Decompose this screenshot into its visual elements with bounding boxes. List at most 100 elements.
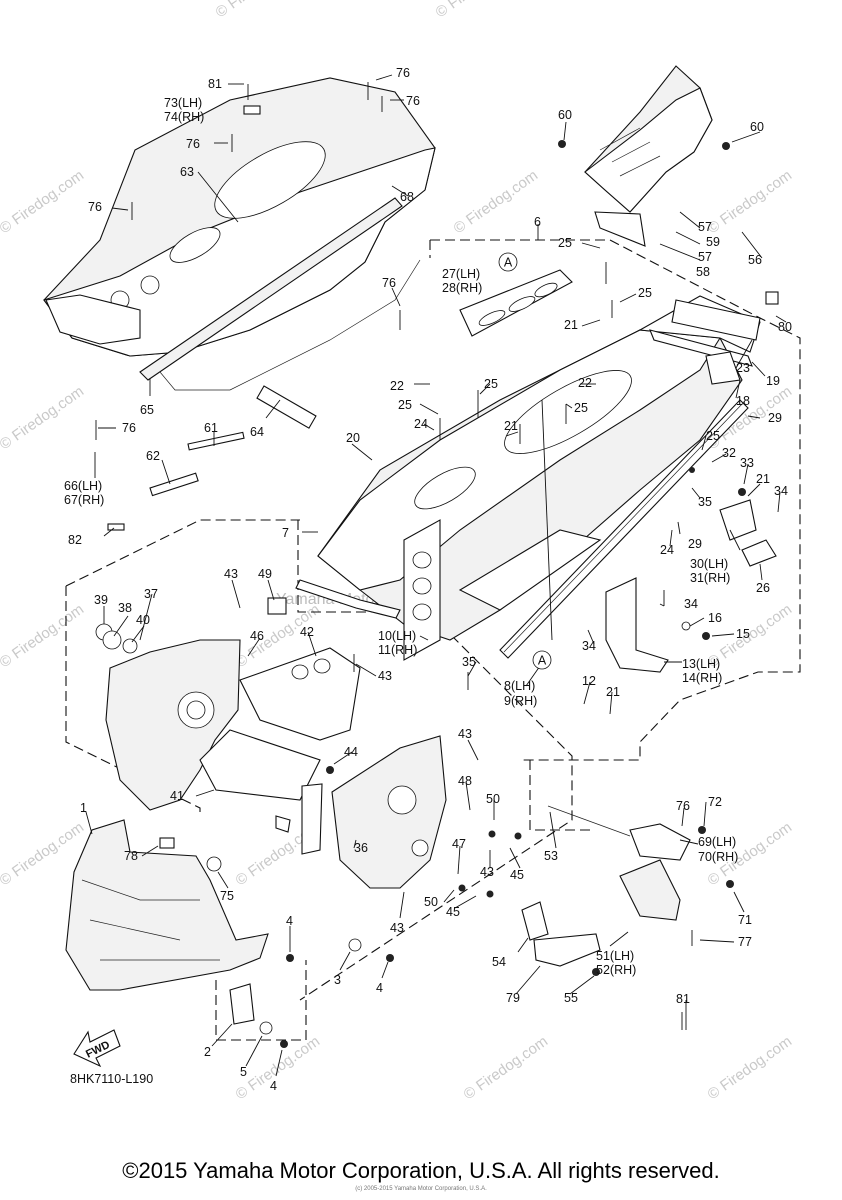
callout-label: 58	[696, 265, 710, 279]
boundary-left-bracket	[297, 520, 573, 1001]
marker-a-bottom: A	[532, 650, 552, 670]
fwd-arrow-shape	[73, 1029, 121, 1068]
callout-label: 2	[204, 1045, 211, 1059]
callout-label: 3	[334, 973, 341, 987]
bracket-small	[765, 291, 779, 305]
callout-label: 80	[778, 320, 792, 334]
callout-label: 54	[492, 955, 506, 969]
callout-label: 81	[676, 992, 690, 1006]
callout-label: 59	[706, 235, 720, 249]
callout-label: 55	[564, 991, 578, 1005]
callout-label: 50	[424, 895, 438, 909]
callout-label: 82	[68, 533, 82, 547]
callout-label: 35	[698, 495, 712, 509]
callout-label: 69(LH)	[698, 835, 736, 849]
callout-label: 31(RH)	[690, 571, 730, 585]
callout-label: 34	[684, 597, 698, 611]
clip-82	[107, 523, 125, 531]
plate-hole	[412, 603, 432, 621]
callout-label: 21	[504, 419, 518, 433]
seat-base-nose	[45, 294, 141, 345]
plate-hole	[412, 551, 432, 569]
step-rod-53	[547, 805, 631, 837]
callout-label: 45	[446, 905, 460, 919]
bolt-head	[698, 826, 706, 834]
bracket-69	[629, 823, 691, 861]
callout-label: 75	[220, 889, 234, 903]
callout-label: 44	[344, 745, 358, 759]
callout-label: 23	[736, 361, 750, 375]
callout-label: 71	[738, 913, 752, 927]
callout-label: 34	[582, 639, 596, 653]
callout-label: 63	[180, 165, 194, 179]
bulkhead-assembly	[301, 735, 447, 889]
callout-label: 50	[486, 792, 500, 806]
seat-opening-inner	[169, 227, 221, 263]
frame-tube	[81, 879, 220, 961]
callout-label: 40	[136, 613, 150, 627]
callout-label: 16	[708, 611, 722, 625]
washer-5	[259, 1021, 273, 1035]
callout-label: 57	[698, 250, 712, 264]
tunnel-assembly	[295, 269, 777, 673]
bolt-head	[702, 632, 710, 640]
bolt-head	[592, 968, 600, 976]
callout-label: 53	[544, 849, 558, 863]
watermark: © Firedog.com	[213, 0, 304, 21]
callout-label: 14(RH)	[682, 671, 722, 685]
bolt-head	[326, 766, 334, 774]
callout-label: 51(LH)	[596, 949, 634, 963]
callout-label: 42	[300, 625, 314, 639]
callout-label: 76	[88, 200, 102, 214]
callout-label: 29	[688, 537, 702, 551]
watermark: © Firedog.com	[0, 167, 87, 237]
callout-label: 76	[186, 137, 200, 151]
callout-label: 24	[414, 417, 428, 431]
seat-rail	[139, 197, 403, 381]
bracket-small	[243, 105, 261, 115]
callout-label: 43	[378, 669, 392, 683]
callout-label: 34	[774, 484, 788, 498]
tunnel-opening-main	[504, 370, 632, 454]
plate-26	[741, 539, 777, 567]
callout-label: 43	[480, 865, 494, 879]
bolt-head	[458, 884, 466, 892]
callout-label: 13(LH)	[682, 657, 720, 671]
front-bracket-13	[605, 577, 669, 673]
callout-label: 21	[756, 472, 770, 486]
callout-label: 49	[258, 567, 272, 581]
boundary-bracket	[215, 960, 307, 1041]
callout-label: 25	[484, 377, 498, 391]
callout-label: 32	[722, 446, 736, 460]
callout-label: 67(RH)	[64, 493, 104, 507]
callout-label: 9(RH)	[504, 694, 537, 708]
leader-lines	[85, 74, 787, 1077]
callout-label: 48	[458, 774, 472, 788]
callout-label: 4	[286, 914, 293, 928]
callout-label: 76	[676, 799, 690, 813]
watermark: © Firedog.com	[705, 167, 796, 237]
callout-label: 57	[698, 220, 712, 234]
small-credit: (c) 2005-2015 Yamaha Motor Corporation, …	[355, 1186, 487, 1192]
tunnel-opening-front	[414, 466, 476, 510]
callout-label: 27(LH)	[442, 267, 480, 281]
bolt-head	[514, 832, 522, 840]
callout-label: 37	[144, 587, 158, 601]
callout-label: 79	[506, 991, 520, 1005]
rear-flap-detail	[599, 127, 661, 177]
bearing-40	[122, 638, 138, 654]
callout-label: 18	[736, 394, 750, 408]
watermark: © Firedog.com	[0, 383, 87, 453]
watermark: © Firedog.com	[451, 167, 542, 237]
callout-label: 5	[240, 1065, 247, 1079]
step-plate-51	[619, 859, 681, 921]
callout-label: 22	[578, 376, 592, 390]
bolt-head	[286, 954, 294, 962]
nut	[488, 830, 496, 838]
callout-label: 25	[558, 236, 572, 250]
callout-label: 70(RH)	[698, 850, 738, 864]
plate-64	[256, 385, 317, 429]
diagram-code: 8HK7110-L190	[70, 1072, 153, 1086]
callout-label: 76	[382, 276, 396, 290]
